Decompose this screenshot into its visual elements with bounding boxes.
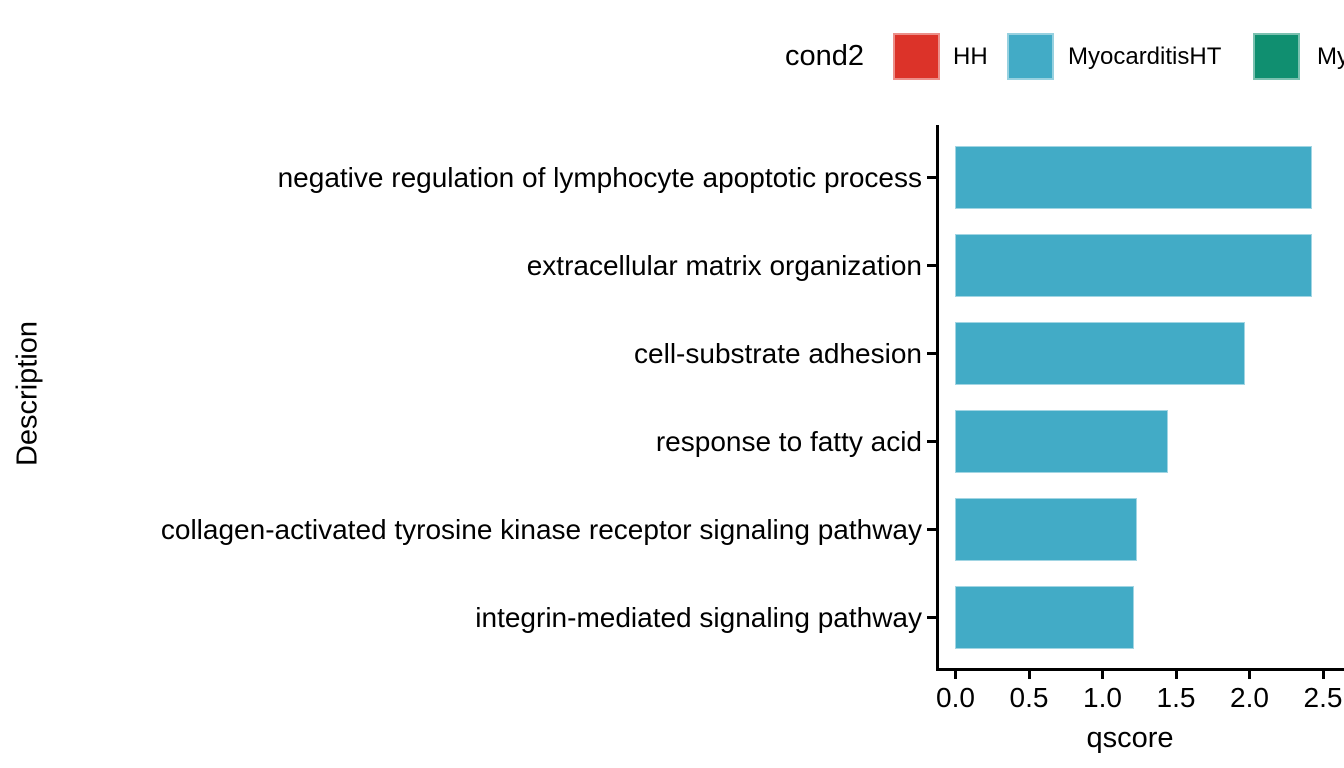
x-axis-line: [936, 668, 1344, 671]
category-label: integrin-mediated signaling pathway: [475, 601, 922, 633]
bar: [955, 585, 1135, 649]
bar: [955, 409, 1169, 473]
bar: [955, 321, 1245, 385]
legend-swatch: [1253, 33, 1300, 80]
x-tick-mark: [1321, 671, 1325, 679]
legend-label: HH: [953, 43, 988, 70]
legend-label: MyocarditisHT: [1068, 43, 1222, 70]
x-tick-mark: [1248, 671, 1251, 679]
y-axis-line: [936, 125, 939, 671]
category-label: response to fatty acid: [655, 425, 922, 457]
category-label: collagen-activated tyrosine kinase recep…: [160, 513, 922, 545]
bar: [955, 497, 1138, 561]
y-tick-mark: [927, 175, 936, 179]
category-label: extracellular matrix organization: [526, 249, 922, 281]
x-tick-label: 0.0: [936, 682, 975, 713]
x-tick-label: 2.5: [1303, 682, 1343, 713]
category-label: cell-substrate adhesion: [634, 337, 922, 369]
x-tick-mark: [954, 671, 957, 679]
x-tick-label: 0.5: [1009, 682, 1049, 713]
category-label: negative regulation of lymphocyte apopto…: [277, 161, 922, 193]
x-tick-label: 1.0: [1083, 682, 1122, 713]
legend-label: My: [1317, 43, 1344, 70]
y-tick-mark: [927, 527, 936, 531]
y-tick-mark: [927, 351, 936, 355]
legend-swatch: [1007, 33, 1054, 80]
legend-title: cond2: [785, 40, 865, 72]
y-tick-mark: [927, 615, 936, 619]
x-tick-mark: [1027, 671, 1031, 679]
y-tick-mark: [927, 263, 936, 267]
x-tick-mark: [1174, 671, 1178, 679]
legend-swatch: [893, 33, 940, 80]
bar: [955, 145, 1313, 209]
bar: [955, 233, 1313, 297]
x-axis-title: qscore: [1086, 722, 1174, 754]
y-tick-mark: [927, 439, 936, 443]
x-tick-label: 1.5: [1156, 682, 1196, 713]
x-tick-label: 2.0: [1230, 682, 1269, 713]
x-tick-mark: [1101, 671, 1104, 679]
